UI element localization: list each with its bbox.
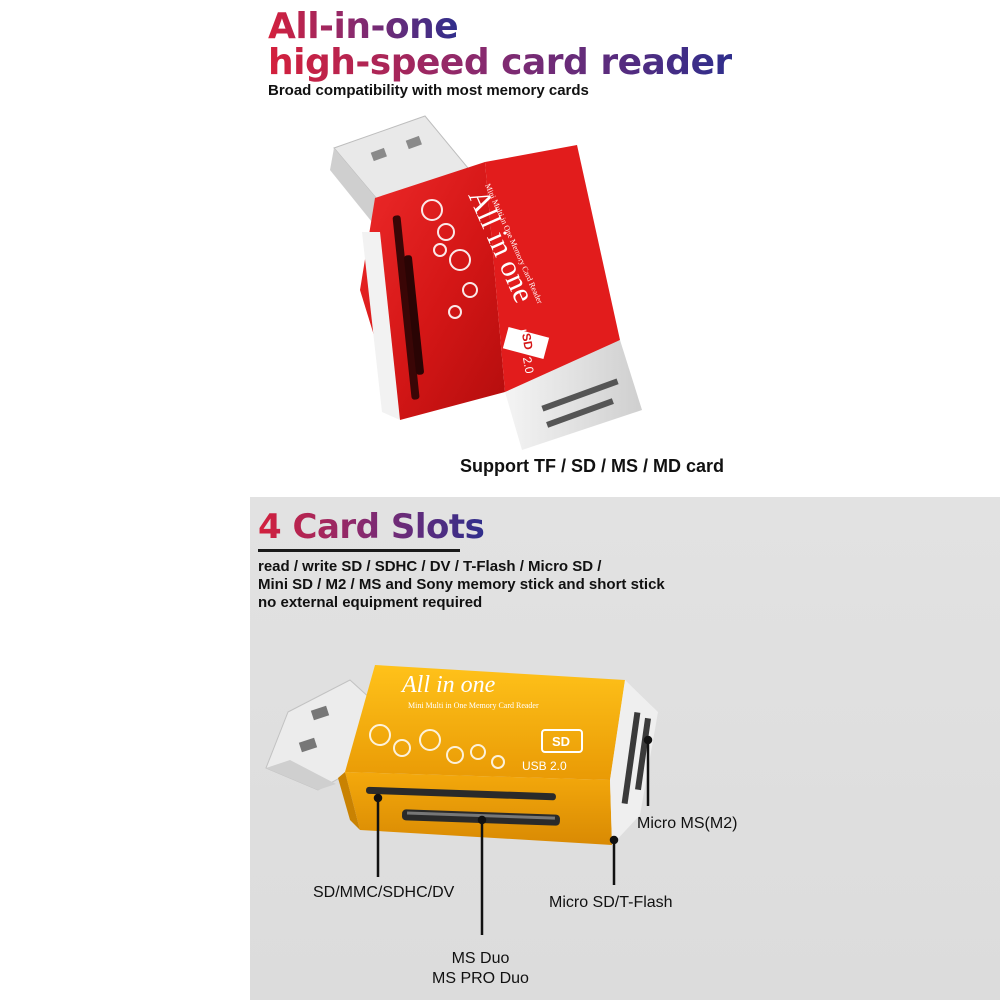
callout-lines xyxy=(373,735,653,935)
gold-sd-text: SD xyxy=(552,734,570,749)
red-sd-text: SD xyxy=(519,332,536,351)
support-caption: Support TF / SD / MS / MD card xyxy=(460,456,725,476)
title-line1: All-in-one xyxy=(268,6,459,47)
gold-usb-text: USB 2.0 xyxy=(522,759,567,773)
callout-micro-ms-slot: Micro MS(M2) xyxy=(637,815,738,832)
gold-small-text: Mini Multi in One Memory Card Reader xyxy=(408,701,539,710)
gold-body-front xyxy=(345,772,612,845)
desc-line-1: read / write SD / SDHC / DV / T-Flash / … xyxy=(258,558,602,575)
callout-ms-slot: MS Duo MS PRO Duo xyxy=(432,949,529,989)
section2-title: 4 Card Slots xyxy=(258,507,485,547)
callout-micro-sd-slot: Micro SD/T-Flash xyxy=(549,894,673,911)
decor-swirls-gold xyxy=(369,724,505,769)
subtitle: Broad compatibility with most memory car… xyxy=(268,82,589,99)
section2-title-underline xyxy=(258,549,460,552)
usb-plug-red xyxy=(330,115,469,232)
gold-brand-text: All in one xyxy=(400,672,496,698)
desc-line-3: no external equipment required xyxy=(258,594,483,611)
section2-description: read / write SD / SDHC / DV / T-Flash / … xyxy=(258,558,665,612)
usb-plug-gold xyxy=(265,679,373,791)
title-line2: high-speed card reader xyxy=(268,42,732,83)
desc-line-2: Mini SD / M2 / MS and Sony memory stick … xyxy=(258,576,665,593)
decor-swirls-red xyxy=(421,199,478,319)
callout-ms-line1: MS Duo xyxy=(451,950,510,967)
callout-sd-slot: SD/MMC/SDHC/DV xyxy=(313,884,455,901)
callout-ms-line2: MS PRO Duo xyxy=(432,970,529,987)
